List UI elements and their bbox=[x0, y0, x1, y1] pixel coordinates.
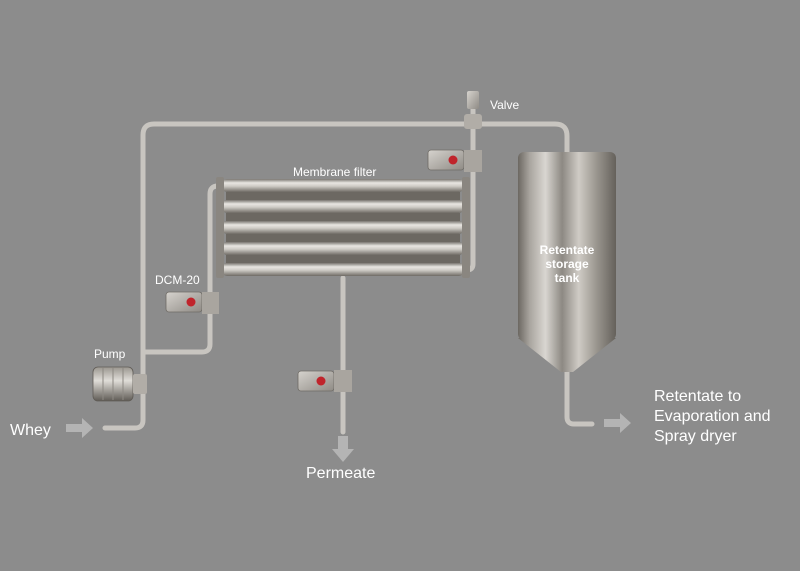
membrane-end-cap-left bbox=[216, 177, 224, 278]
pump-label: Pump bbox=[94, 347, 126, 361]
flow-arrows bbox=[66, 413, 631, 462]
retentate-output-line-1: Retentate to bbox=[654, 388, 742, 405]
membrane-tube-5 bbox=[222, 263, 464, 276]
tank-outlet-pipe bbox=[564, 369, 595, 427]
membrane-tube-4 bbox=[222, 242, 464, 255]
membrane-tube-2 bbox=[222, 200, 464, 213]
membrane-tube-1 bbox=[222, 179, 464, 192]
valve-label: Valve bbox=[490, 98, 520, 112]
whey-label: Whey bbox=[10, 422, 51, 439]
dcm-sensor-inlet bbox=[165, 291, 219, 314]
filter-inlet-pipe bbox=[142, 183, 227, 355]
valve-body bbox=[464, 114, 482, 129]
retentate-storage-tank bbox=[518, 152, 616, 372]
retentate-output-line-2: Evaporation and bbox=[654, 408, 771, 425]
tank-label-line-3: tank bbox=[554, 271, 580, 285]
dcm-sensor-top bbox=[427, 149, 482, 172]
tank-cone bbox=[518, 338, 616, 372]
membrane-filter bbox=[216, 177, 470, 278]
tank-body bbox=[518, 152, 616, 340]
membrane-end-cap-right bbox=[462, 177, 470, 278]
whey-arrow-icon bbox=[66, 418, 93, 438]
membrane-tube-3 bbox=[222, 221, 464, 234]
permeate-arrow-icon bbox=[332, 436, 354, 462]
dcm-sensor-permeate bbox=[297, 370, 352, 392]
feed-pipe bbox=[102, 121, 570, 431]
retentate-output-line-3: Spray dryer bbox=[654, 428, 737, 445]
valve-actuator bbox=[467, 91, 479, 109]
pump-head bbox=[133, 374, 147, 394]
sensor-red-indicator bbox=[186, 297, 196, 307]
membrane-connector-3 bbox=[226, 234, 460, 242]
sensor-red-indicator bbox=[316, 376, 326, 386]
dcm-label: DCM-20 bbox=[155, 273, 200, 287]
membrane-connector-2 bbox=[226, 213, 460, 221]
pump bbox=[92, 366, 147, 402]
membrane-connector-4 bbox=[226, 255, 460, 263]
retentate-output-label: Retentate to Evaporation and Spray dryer bbox=[654, 387, 771, 447]
retentate-arrow-icon bbox=[604, 413, 631, 433]
tank-label-line-2: storage bbox=[545, 257, 589, 271]
tank-label-line-1: Retentate bbox=[539, 243, 595, 257]
membrane-filter-label: Membrane filter bbox=[293, 165, 377, 179]
membrane-connector-1 bbox=[226, 192, 460, 200]
sensor-red-indicator bbox=[448, 155, 458, 165]
tank-label: Retentate storage tank bbox=[518, 243, 616, 285]
valve bbox=[464, 91, 482, 129]
permeate-label: Permeate bbox=[306, 465, 376, 482]
